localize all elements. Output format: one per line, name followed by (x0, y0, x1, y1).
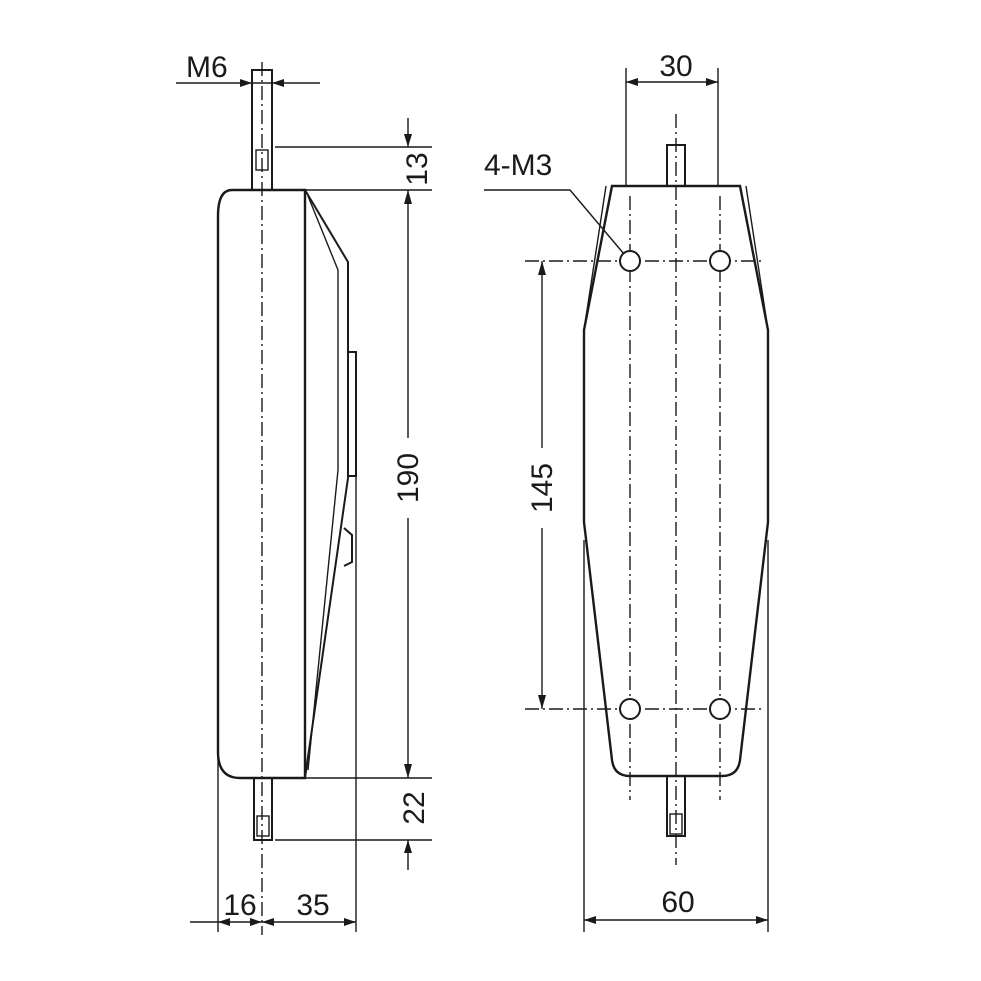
mount-hole-top-left (619, 250, 641, 272)
mount-hole-bottom-right (709, 698, 731, 720)
dim-13-label: 13 (401, 152, 434, 185)
bottom-stud (253, 777, 273, 841)
dim-30-label: 30 (659, 50, 692, 83)
hole-leader-line (484, 189, 625, 255)
m6-label: M6 (186, 51, 228, 84)
dim-16-arrow-right (250, 918, 262, 926)
front-edge-left (583, 185, 607, 331)
dim-22-label: 22 (398, 791, 431, 824)
side-face-inner (307, 195, 339, 771)
dim-30-arrow-left (626, 78, 638, 86)
bottom-stud-thread (256, 815, 270, 837)
side-view: M6 13 190 22 16 35 (176, 51, 434, 935)
hole-callout-label: 4-M3 (484, 149, 552, 182)
side-button (343, 527, 353, 567)
m6-arrow-right (272, 79, 284, 87)
m6-arrow-left (240, 79, 252, 87)
dim-22-arrow (404, 840, 412, 853)
dim-16-arrow-left (218, 918, 230, 926)
dim-145-arrow-top (538, 261, 546, 275)
dim-60-arrow-right (756, 916, 768, 924)
dim-190-label: 190 (392, 453, 425, 503)
dim-35-label: 35 (296, 889, 329, 922)
mount-hole-top-right (709, 250, 731, 272)
dim-35-arrow-right (344, 918, 356, 926)
dim-145-label: 145 (526, 463, 559, 513)
dim-60-label: 60 (661, 886, 694, 919)
side-face-profile (304, 189, 349, 779)
side-display-panel (348, 351, 357, 477)
mount-hole-bottom-left (619, 698, 641, 720)
dim-30-arrow-right (706, 78, 718, 86)
dim-16-label: 16 (223, 889, 256, 922)
front-edge-right (745, 185, 769, 331)
dim-35-arrow-left (262, 918, 274, 926)
dim-145-arrow-bottom (538, 695, 546, 709)
dim-190-arrow-bottom (404, 764, 412, 778)
dim-60-arrow-left (584, 916, 596, 924)
dim-13-arrow (404, 134, 412, 147)
front-view: 30 4-M3 145 60 (484, 50, 770, 932)
dim-190-arrow-top (404, 190, 412, 204)
